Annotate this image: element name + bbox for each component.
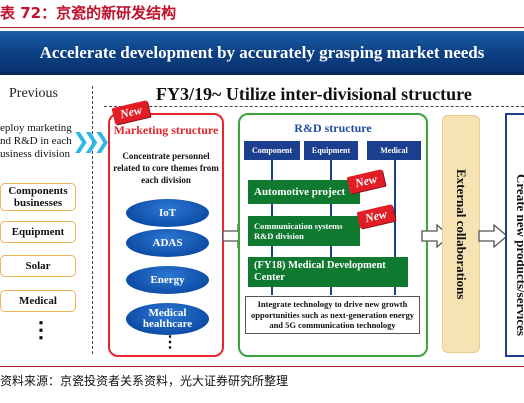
previous-description-line: usiness division (0, 148, 70, 160)
create-products-box (505, 113, 524, 357)
column-header-equipment: Equipment (304, 141, 358, 160)
project-communication-systems: Communication systems R&D division (248, 216, 360, 246)
integrate-technology-note: Integrate technology to drive new growth… (245, 296, 420, 334)
figure-caption: 表 72：京瓷的新研发结构 (0, 4, 177, 22)
theme-adas: ADAS (126, 229, 209, 257)
column-line-medical (394, 160, 396, 295)
column-header-component: Component (244, 141, 300, 160)
project-medical-development: (FY18) Medical Development Center (248, 257, 408, 287)
more-segments-ellipsis: ⋮ (30, 317, 52, 342)
chevron-right-icon: ❯❯❯ (72, 129, 111, 153)
theme-medical-healthcare: Medical healthcare (126, 303, 209, 335)
section-divider-horizontal (104, 106, 524, 107)
segment-equipment: Equipment (0, 221, 76, 243)
more-themes-ellipsis: ⋮ (162, 334, 178, 351)
caption-rule (0, 27, 524, 28)
section-divider-vertical (92, 86, 93, 354)
banner-title: Accelerate development by accurately gra… (39, 43, 485, 62)
previous-label: Previous (9, 86, 58, 101)
previous-description: eploy marketing nd R&D in each usiness d… (0, 122, 72, 161)
rd-structure-title: R&D structure (294, 121, 372, 135)
external-collaborations-box (442, 115, 480, 353)
structure-title: FY3/19~ Utilize inter-divisional structu… (156, 84, 472, 104)
source-note: 资料来源：京瓷投资者关系资料，光大证券研究所整理 (0, 374, 289, 388)
segment-medical: Medical (0, 290, 76, 312)
theme-energy: Energy (126, 266, 209, 294)
theme-iot: IoT (126, 199, 209, 227)
segment-solar: Solar (0, 255, 76, 277)
source-rule (0, 366, 524, 367)
create-products-label: Create new products/services (514, 174, 524, 336)
marketing-structure-title: Marketing structure (113, 123, 219, 137)
marketing-description: Concentrate personnel related to core th… (113, 151, 219, 185)
previous-description-line: nd R&D in each (0, 135, 72, 147)
arrow-right-icon (478, 224, 508, 248)
external-collaborations-label: External collaborations (454, 168, 469, 300)
segment-components: Components businesses (0, 183, 76, 211)
project-automotive: Automotive project (248, 180, 360, 204)
banner-background (0, 31, 524, 75)
column-header-medical: Medical (367, 141, 421, 160)
previous-description-line: eploy marketing (0, 122, 72, 134)
